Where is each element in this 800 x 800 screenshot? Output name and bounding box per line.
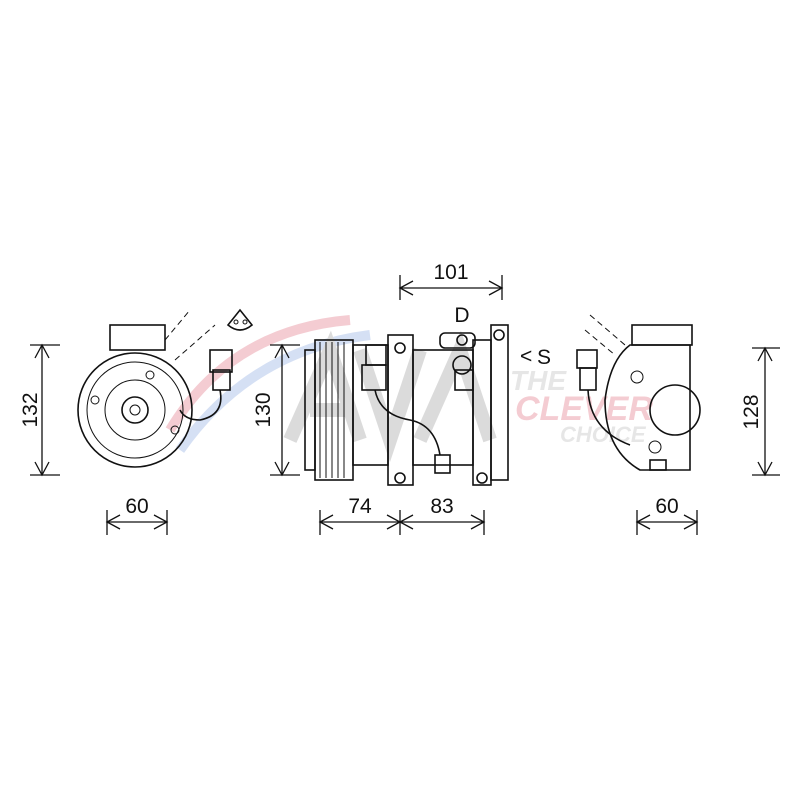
rear-width-dim: 60 [655,495,678,518]
side-view [304,324,509,486]
watermark-the: THE [510,365,567,396]
suction-arrow: < [520,345,532,368]
side-height-dim: 130 [252,392,275,427]
side-bottom-right-dim: 83 [430,495,453,518]
dimension-lines [30,275,780,535]
discharge-port-label: D [454,304,469,327]
rear-view [576,314,701,471]
rear-height-dim: 128 [740,394,763,429]
side-top-dim: 101 [433,261,468,284]
side-bottom-left-dim: 74 [348,495,372,518]
front-view [77,308,254,468]
watermark-clever: CLEVER [515,390,653,428]
front-height-dim: 132 [19,392,42,427]
suction-port-label: S [537,346,551,369]
front-width-dim: 60 [125,495,148,518]
watermark-logo: THE CLEVER CHOICE [165,315,653,463]
watermark-choice: CHOICE [560,422,647,447]
